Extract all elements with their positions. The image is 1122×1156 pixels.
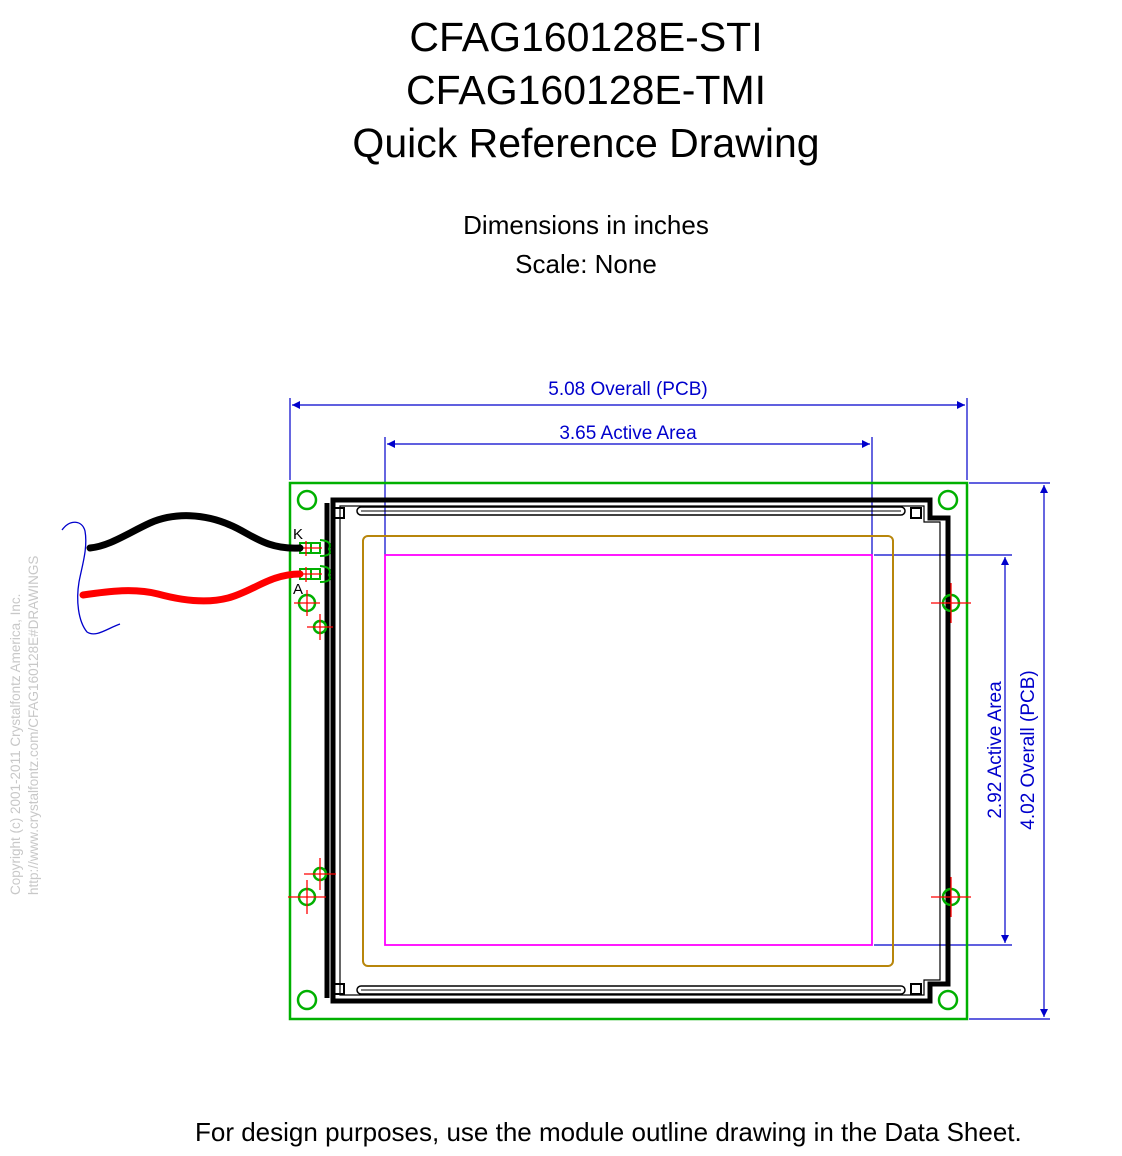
wire-break-line	[61, 521, 121, 635]
mounting-holes	[296, 489, 961, 1011]
pcb-outline	[288, 481, 969, 1021]
lcd-frame	[324, 497, 951, 1004]
copyright-url: http://www.crystalfontz.com/CFAG160128E#…	[26, 556, 41, 895]
active-area-outline	[384, 554, 873, 946]
copyright-line: Copyright (c) 2001-2011 Crystalfontz Ame…	[8, 594, 23, 895]
pin-k-label: K	[293, 526, 303, 543]
mounting-hole	[296, 489, 318, 511]
copyright-block: Copyright (c) 2001-2011 Crystalfontz Ame…	[8, 556, 41, 895]
pin-a-label: A	[293, 581, 303, 598]
design-note: For design purposes, use the module outl…	[195, 1117, 1022, 1147]
title-drawing-type: Quick Reference Drawing	[352, 120, 820, 166]
overall-height-label: 4.02 Overall (PCB)	[1018, 670, 1039, 829]
scale-note: Scale: None	[515, 249, 657, 279]
dimension-active-height	[874, 554, 1012, 946]
crosshair-marks	[288, 583, 971, 917]
mounting-hole	[937, 489, 959, 511]
dimension-overall-width	[289, 398, 968, 480]
units-note: Dimensions in inches	[463, 210, 709, 240]
title-model-sti: CFAG160128E-STI	[409, 14, 763, 60]
active-width-label: 3.65 Active Area	[559, 423, 697, 444]
dimension-overall-height	[969, 482, 1050, 1020]
wire-k-black	[86, 512, 304, 552]
mounting-hole	[296, 989, 318, 1011]
viewing-area-outline	[362, 535, 894, 967]
wire-a-red	[79, 570, 304, 605]
mounting-hole	[937, 989, 959, 1011]
overall-width-label: 5.08 Overall (PCB)	[548, 379, 707, 400]
dimension-active-width	[384, 437, 873, 555]
title-model-tmi: CFAG160128E-TMI	[405, 67, 767, 113]
active-height-label: 2.92 Active Area	[985, 681, 1006, 819]
